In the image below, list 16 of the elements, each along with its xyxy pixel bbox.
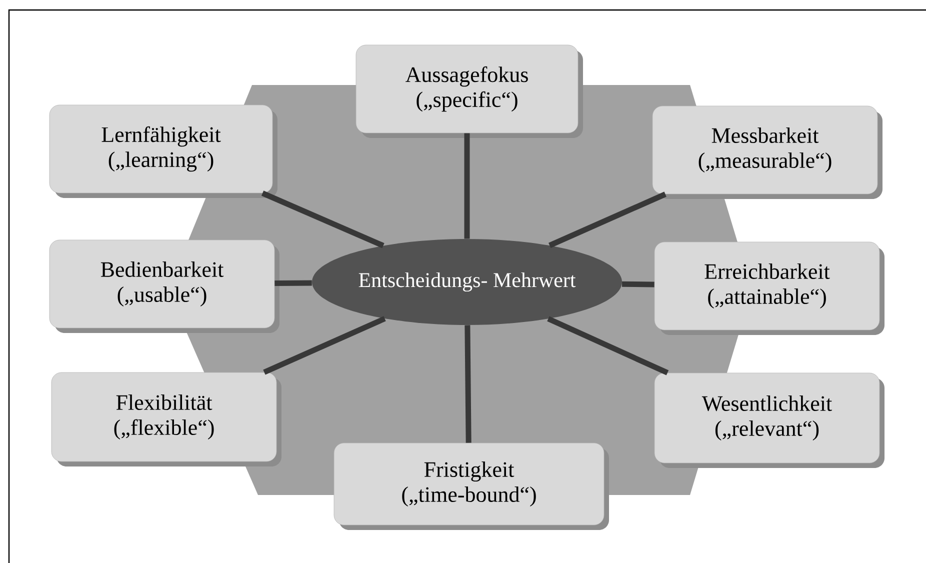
criterion-box: Fristigkeit („time-bound“)	[334, 442, 609, 530]
criterion-box: Lernfähigkeit („learning“)	[49, 104, 278, 198]
connector-line	[464, 133, 470, 239]
connector-line	[261, 190, 384, 248]
connector-line	[547, 316, 669, 376]
connector-line	[274, 280, 312, 286]
connector-line	[263, 316, 386, 375]
criterion-box: Messbarkeit („measurable“)	[652, 106, 882, 199]
criterion-box: Erreichbarkeit („attainable“)	[654, 242, 884, 335]
connector-line	[548, 192, 666, 248]
connector-line	[622, 281, 654, 288]
criterion-box: Aussagefokus („specific“)	[356, 44, 583, 138]
criterion-box: Wesentlichkeit („relevant“)	[654, 372, 884, 468]
criterion-box: Flexibilität („flexible“)	[51, 372, 282, 466]
criterion-box: Bedienbarkeit („usable“)	[49, 240, 280, 333]
connector-line	[464, 325, 472, 443]
